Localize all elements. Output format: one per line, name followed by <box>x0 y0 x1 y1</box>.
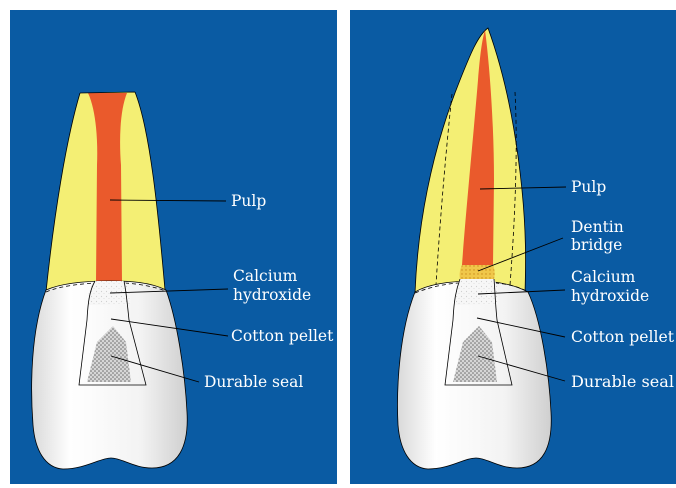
left-label-calcium: Calcium <box>233 267 298 285</box>
right-label-pulp: Pulp <box>571 178 606 196</box>
right-label-dentin: Dentin <box>571 218 624 236</box>
right-label-calcium: Calcium <box>571 268 636 286</box>
right-calcium-hydroxide <box>456 279 499 305</box>
right-label-bridge: bridge <box>571 236 622 254</box>
left-label-cotton-pellet: Cotton pellet <box>231 327 334 345</box>
right-label-cotton-pellet: Cotton pellet <box>571 328 675 346</box>
right-label-hydroxide: hydroxide <box>571 287 649 305</box>
left-label-pulp: Pulp <box>231 192 266 210</box>
left-label-durable-seal: Durable seal <box>204 373 303 391</box>
left-label-hydroxide: hydroxide <box>233 286 311 304</box>
right-dentin-bridge <box>460 265 495 279</box>
right-label-durable-seal: Durable seal <box>571 373 674 391</box>
left-calcium-hydroxide <box>88 281 130 305</box>
